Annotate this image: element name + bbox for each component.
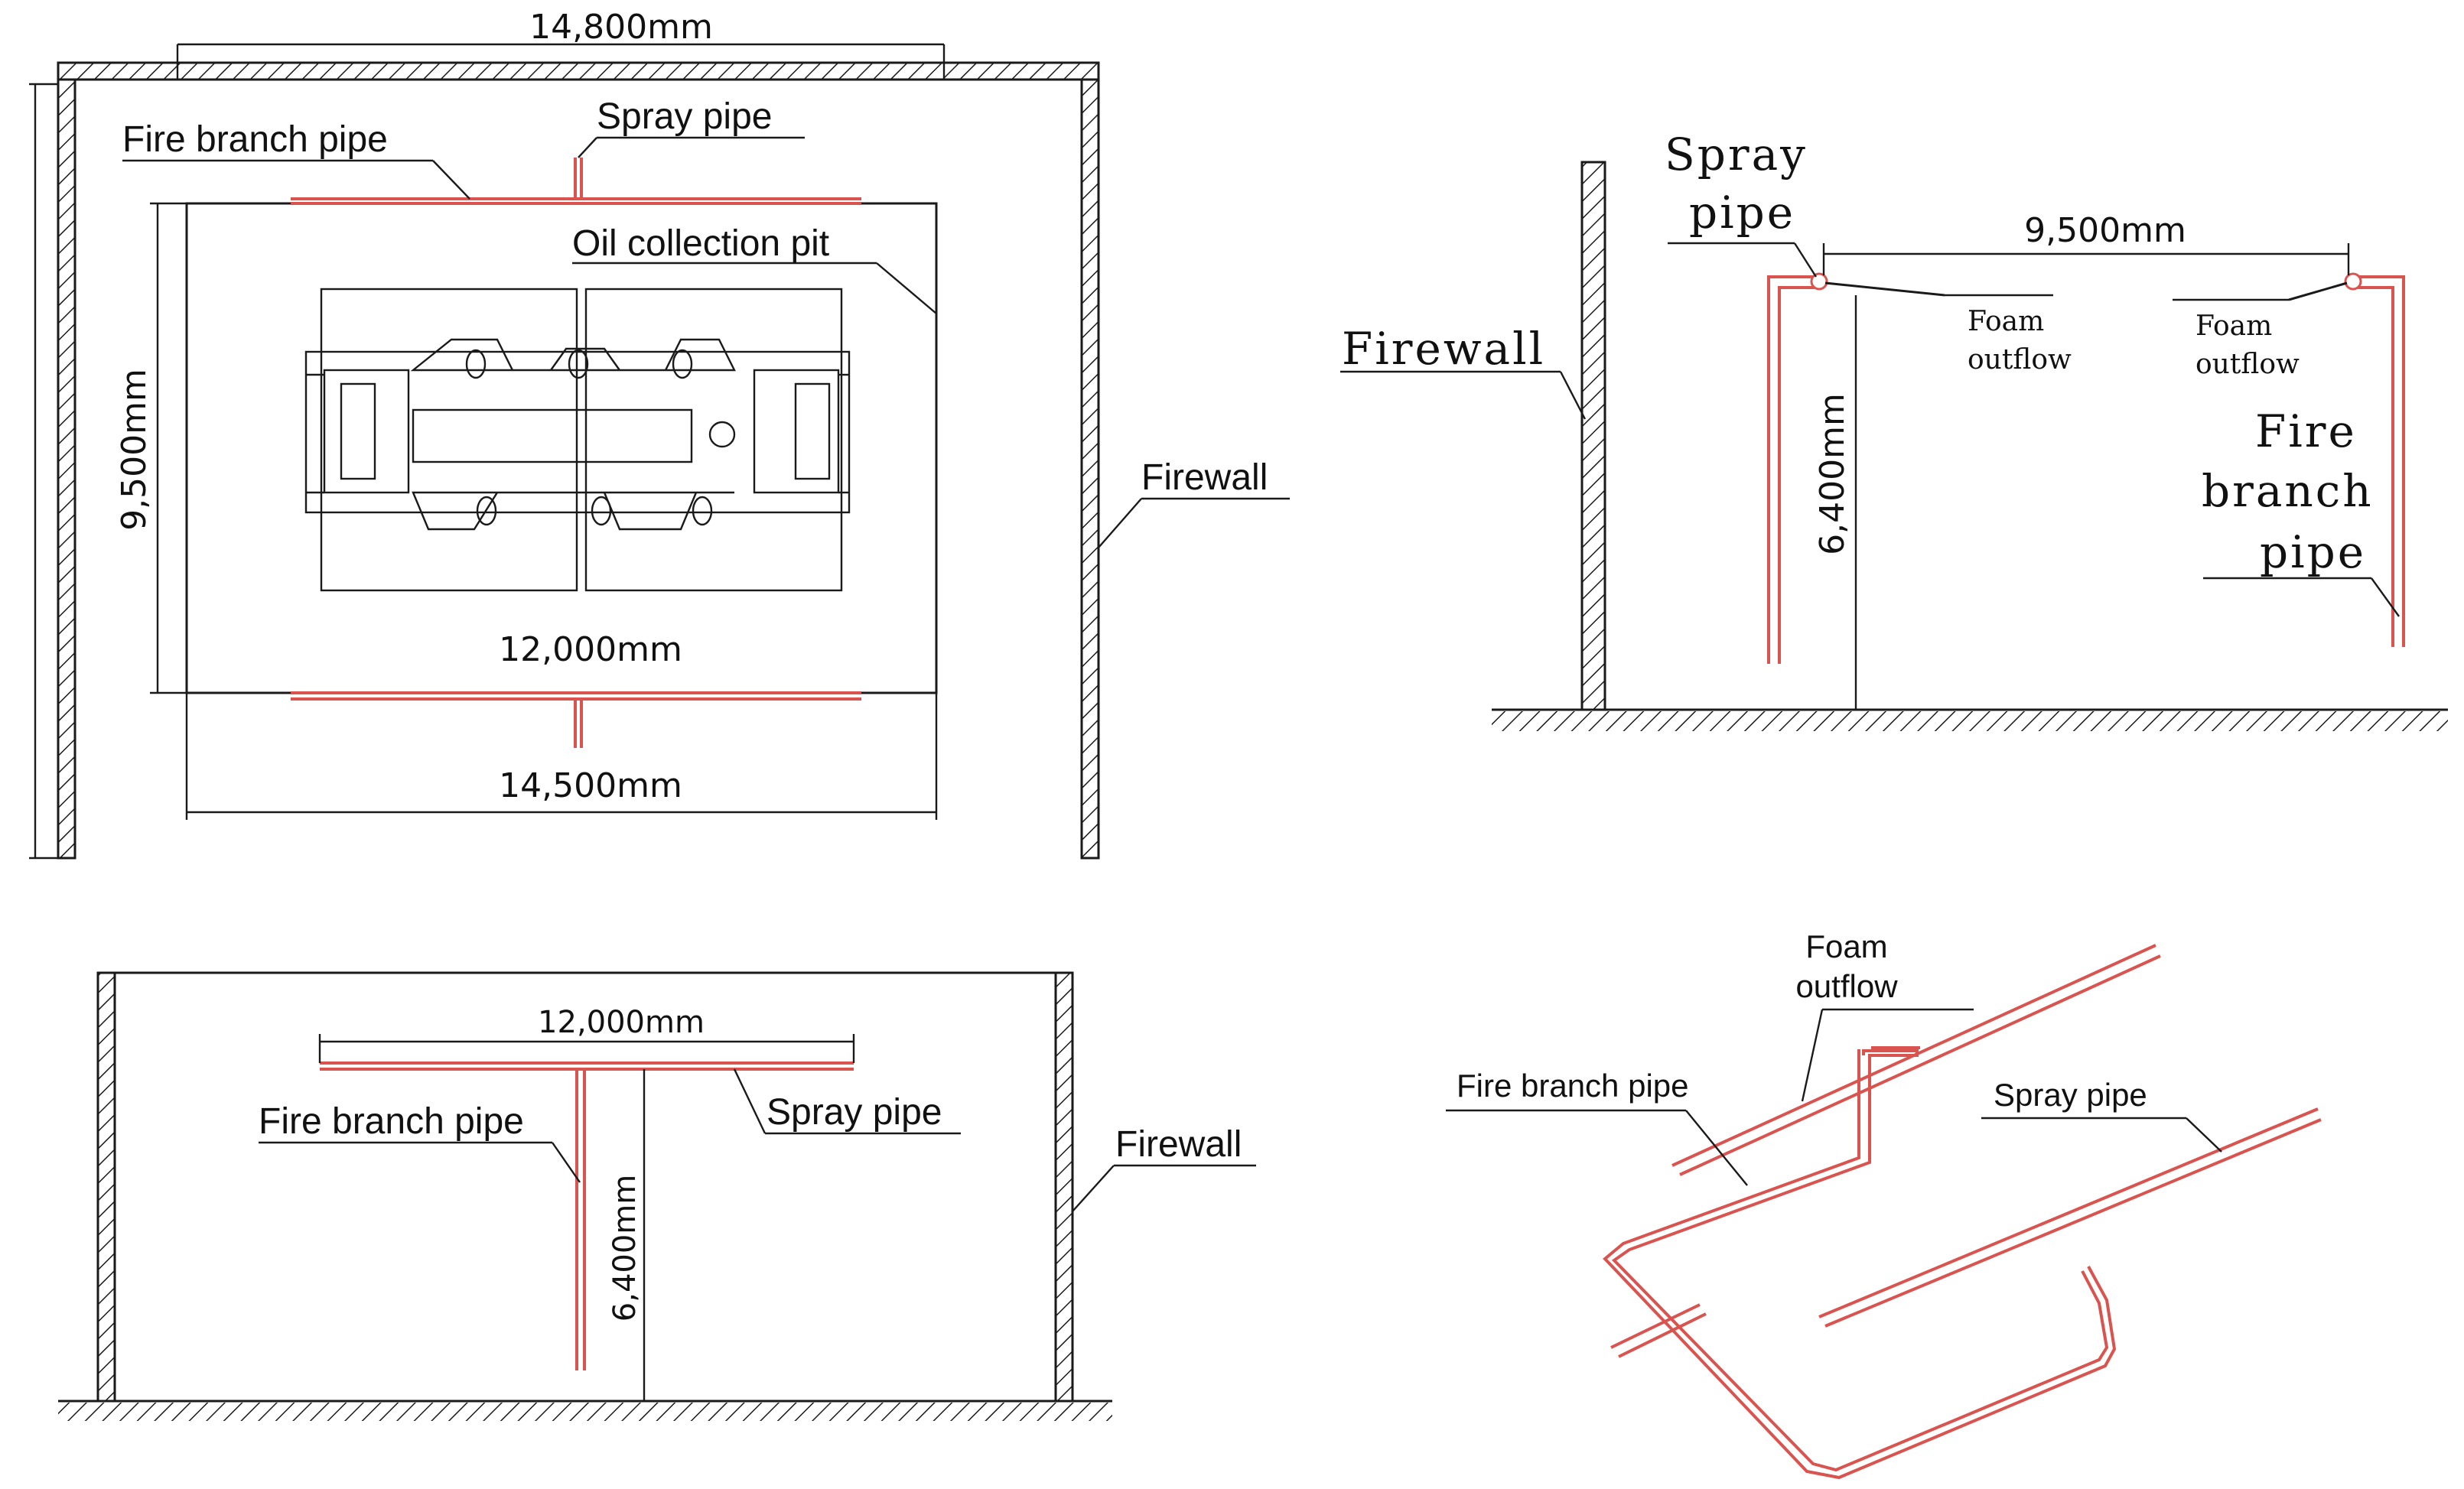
dim-14800: 14,800mm [529, 8, 713, 47]
dim-12000-plan: 12,000mm [499, 630, 682, 669]
label-firewall-elevation: Firewall [1115, 1124, 1242, 1165]
bottom-left-elevation-view: 12,000mm 6,400mm Fire branch pipe Spray … [58, 971, 1256, 1421]
left-vertical-pipe [1767, 275, 1815, 664]
ground-hatch-section [1492, 708, 2448, 731]
label-foam-iso-2: outflow [1795, 968, 1898, 1004]
dim-14500: 14,500mm [499, 766, 682, 805]
bottom-right-isometric-view: Foam outflow Fire branch pipe Spray pipe [1446, 928, 2322, 1480]
inlet-stub-iso [1610, 1303, 1701, 1349]
label-fire-branch-pipe-iso: Fire branch pipe [1457, 1068, 1689, 1104]
label-fire-branch-3: pipe [2260, 526, 2366, 578]
label-oil-collection-pit: Oil collection pit [572, 223, 829, 264]
label-fire-branch-1: Fire [2255, 405, 2357, 457]
dim-9500: 9,500mm [115, 369, 154, 531]
right-vertical-pipe [2358, 275, 2405, 647]
dim-9500-section: 9,500mm [2024, 211, 2186, 250]
firewall-u-shape [57, 61, 1100, 860]
label-firewall-plan: Firewall [1141, 457, 1268, 498]
transformer-equipment [304, 288, 851, 592]
dim-6400-elevation: 6,400mm [607, 1175, 643, 1322]
label-spray-line1: Spray [1665, 128, 1808, 180]
right-firewall-elevation [1054, 971, 1074, 1403]
top-left-plan-view: 14,800mm 9,500mm 14,500mm 12,000mm Fire … [29, 8, 1290, 860]
ground-hatch-elevation [58, 1400, 1112, 1421]
label-foam-iso-1: Foam [1805, 928, 1887, 964]
label-firewall-section: Firewall [1342, 323, 1545, 375]
top-right-section-view: 9,500mm 6,400mm Spray pipe Firewall Foam… [1340, 128, 2448, 731]
label-spray-line2: pipe [1689, 187, 1795, 239]
label-foam-right-2: outflow [2195, 349, 2300, 380]
lower-spray-pipe-iso [1818, 1107, 2319, 1318]
firewall-column-section [1580, 161, 1606, 711]
oil-collection-pit-outline [185, 202, 938, 694]
label-fire-branch-pipe-elevation: Fire branch pipe [259, 1101, 524, 1142]
label-spray-pipe-elevation: Spray pipe [767, 1092, 942, 1133]
label-foam-left-1: Foam [1968, 306, 2044, 337]
left-firewall-elevation [96, 971, 116, 1403]
fire-branch-loop-iso [1611, 1049, 2109, 1472]
dim-6400-section: 6,400mm [1813, 393, 1852, 555]
label-fire-branch-2: branch [2202, 465, 2374, 517]
label-foam-left-2: outflow [1968, 344, 2072, 376]
label-spray-pipe-plan: Spray pipe [597, 96, 772, 137]
dim-12000-elevation: 12,000mm [538, 1005, 705, 1040]
label-spray-pipe-iso: Spray pipe [1994, 1077, 2147, 1113]
label-fire-branch-pipe-plan: Fire branch pipe [122, 119, 388, 160]
label-foam-right-1: Foam [2195, 310, 2272, 342]
